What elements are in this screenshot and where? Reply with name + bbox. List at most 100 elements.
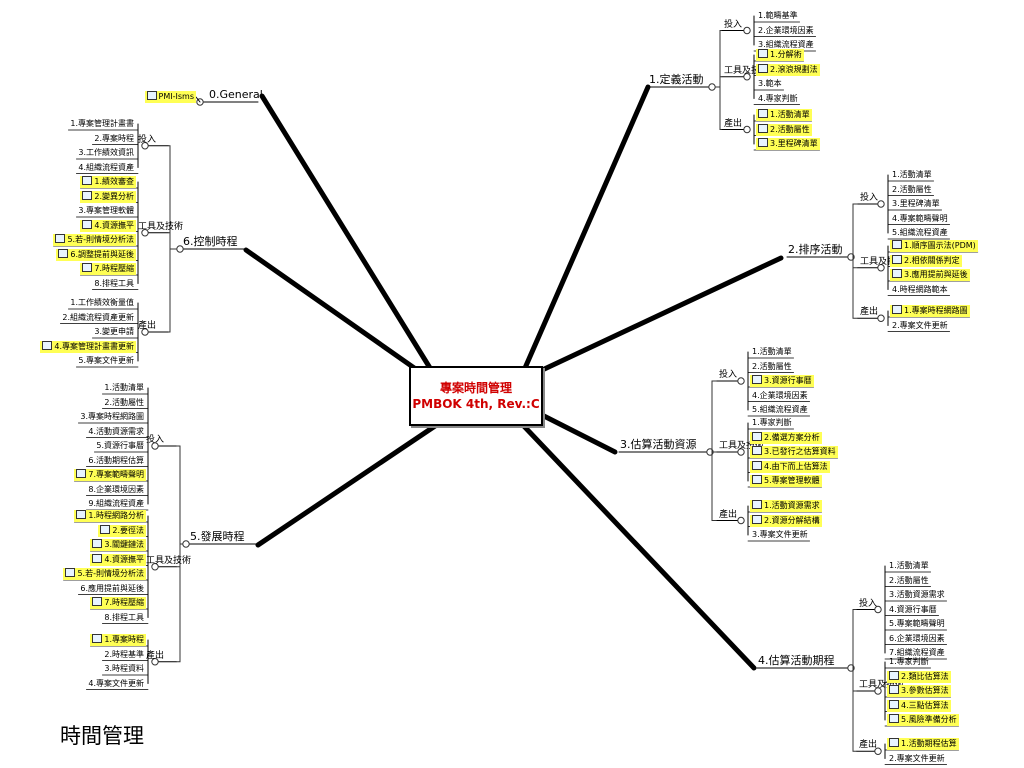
expand-toggle[interactable] [743, 125, 751, 134]
topic-leaf-item[interactable]: 2.滾浪規劃法 [756, 63, 820, 76]
checkbox-icon[interactable] [42, 340, 53, 350]
topic-leaf-item[interactable]: 3.活動資源需求 [887, 589, 947, 601]
expand-toggle[interactable] [151, 442, 159, 450]
topic-leaf-item[interactable]: 1.活動期程估算 [887, 738, 959, 750]
checkbox-icon[interactable] [92, 634, 103, 643]
topic-t4[interactable]: 4.估算活動期程 [758, 654, 835, 667]
topic-leaf-item[interactable]: 3.已發行之估算資料 [750, 446, 838, 458]
topic-leaf-item[interactable]: 2.時程基準 [102, 649, 146, 661]
topic-leaf-item[interactable]: 4.專案範疇聲明 [890, 213, 950, 225]
topic-leaf-item[interactable]: 7.組織流程資產 [887, 647, 947, 659]
topic-leaf-item[interactable]: 3.關鍵鏈法 [90, 539, 146, 551]
topic-leaf-item[interactable]: 1.分解術 [756, 49, 804, 61]
checkbox-icon[interactable] [92, 553, 103, 563]
topic-leaf-item[interactable]: PMI-Isms [144, 91, 196, 103]
topic-leaf-item[interactable]: 2.專案文件更新 [890, 320, 950, 332]
topic-leaf-item[interactable]: 4.資源撫平 [80, 219, 136, 232]
topic-leaf-item[interactable]: 2.活動屬性 [102, 397, 146, 409]
topic-leaf-item[interactable]: 2.活動屬性 [887, 575, 931, 587]
topic-leaf-item[interactable]: 5.組織流程資產 [750, 404, 810, 416]
topic-leaf-item[interactable]: 1.專案時程網路圖 [890, 305, 970, 317]
checkbox-icon[interactable] [65, 568, 76, 577]
topic-leaf-item[interactable]: 7.時程壓縮 [90, 597, 146, 609]
topic-leaf-item[interactable]: 4.資源行事曆 [887, 604, 939, 616]
topic-leaf-item[interactable]: 4.三點估算法 [887, 699, 951, 712]
topic-leaf-item[interactable]: 4.由下而上估算法 [750, 460, 830, 473]
topic-leaf-item[interactable]: 4.專家判斷 [756, 93, 800, 105]
topic-leaf-item[interactable]: 2.組織流程資產更新 [60, 312, 136, 324]
checkbox-icon[interactable] [892, 305, 902, 314]
expand-toggle[interactable] [877, 264, 885, 272]
topic-leaf-item[interactable]: 5.專案文件更新 [76, 355, 136, 367]
topic-leaf-item[interactable]: 1.績效審查 [80, 176, 136, 188]
topic-leaf-item[interactable]: 1.範疇基準 [756, 10, 800, 22]
topic-leaf-item[interactable]: 1.時程網路分析 [74, 510, 146, 522]
topic-leaf-item[interactable]: 6.應用提前與延後 [78, 583, 146, 595]
checkbox-icon[interactable] [82, 190, 93, 200]
topic-leaf-item[interactable]: 2.活動屬性 [750, 361, 794, 373]
expand-toggle[interactable] [141, 229, 149, 237]
expand-toggle[interactable] [708, 83, 716, 91]
topic-leaf-item[interactable]: 1.工作績效衡量值 [68, 297, 136, 309]
topic-leaf-item[interactable]: 1.活動清單 [887, 560, 931, 572]
topic-leaf-item[interactable]: 8.排程工具 [102, 612, 146, 624]
topic-leaf-item[interactable]: 1.活動清單 [750, 346, 794, 358]
expand-toggle[interactable] [151, 658, 159, 666]
topic-leaf-item[interactable]: 1.活動資源需求 [750, 500, 822, 512]
topic-leaf-item[interactable]: 3.組織流程資產 [756, 39, 816, 51]
topic-leaf-item[interactable]: 5.風險準備分析 [887, 714, 959, 726]
topic-leaf-item[interactable]: 1.活動清單 [756, 109, 812, 121]
topic-leaf-item[interactable]: 2.資源分解結構 [750, 514, 822, 527]
expand-toggle[interactable] [737, 516, 745, 525]
checkbox-icon[interactable] [892, 269, 902, 278]
topic-leaf-item[interactable]: 2.企業環境因素 [756, 25, 816, 37]
topic-t5[interactable]: 5.發展時程 [190, 530, 245, 543]
topic-leaf-item[interactable]: 2.活動屬性 [890, 184, 934, 196]
topic-leaf-item[interactable]: 6.調整提前與延後 [56, 248, 136, 261]
topic-leaf-item[interactable]: 8.企業環境因素 [86, 484, 146, 496]
checkbox-icon[interactable] [889, 738, 899, 747]
checkbox-icon[interactable] [752, 514, 762, 524]
topic-leaf-item[interactable]: 3.資源行事曆 [750, 375, 814, 387]
checkbox-icon[interactable] [82, 219, 93, 229]
checkbox-icon[interactable] [758, 123, 768, 133]
checkbox-icon[interactable] [752, 500, 762, 509]
topic-leaf-item[interactable]: 1.專案時程 [90, 634, 146, 646]
topic-leaf-item[interactable]: 1.專家判斷 [887, 656, 931, 668]
topic-leaf-item[interactable]: 1.活動清單 [102, 382, 146, 394]
checkbox-icon[interactable] [889, 714, 899, 723]
topic-t0[interactable]: 0.General [209, 88, 263, 101]
topic-t1[interactable]: 1.定義活動 [649, 73, 704, 86]
checkbox-icon[interactable] [92, 597, 103, 606]
expand-toggle[interactable] [743, 73, 751, 81]
expand-toggle[interactable] [743, 26, 751, 35]
checkbox-icon[interactable] [100, 524, 111, 534]
checkbox-icon[interactable] [758, 49, 768, 58]
topic-leaf-item[interactable]: 3.里程碑清單 [890, 198, 942, 210]
central-topic[interactable]: 專案時間管理 PMBOK 4th, Rev.:C [409, 366, 543, 426]
topic-leaf-item[interactable]: 1.專案管理計畫書 [68, 118, 136, 130]
expand-toggle[interactable] [874, 747, 882, 755]
topic-leaf-item[interactable]: 7.時程壓縮 [80, 263, 136, 275]
checkbox-icon[interactable] [752, 446, 762, 455]
checkbox-icon[interactable] [752, 375, 762, 384]
checkbox-icon[interactable] [55, 234, 66, 243]
topic-leaf-item[interactable]: 6.企業環境因素 [887, 633, 947, 645]
topic-leaf-item[interactable]: 5.若-則情境分析法 [53, 234, 136, 246]
topic-leaf-item[interactable]: 1.專家判斷 [750, 417, 794, 429]
topic-leaf-item[interactable]: 3.範本 [756, 78, 784, 90]
topic-leaf-item[interactable]: 4.企業環境因素 [750, 390, 810, 402]
checkbox-icon[interactable] [758, 138, 768, 147]
topic-leaf-item[interactable]: 2.變異分析 [80, 190, 136, 203]
topic-leaf-item[interactable]: 3.變更申請 [92, 326, 136, 338]
topic-t3[interactable]: 3.估算活動資源 [620, 438, 697, 451]
topic-leaf-item[interactable]: 3.專案時程網路圖 [78, 411, 146, 423]
topic-leaf-item[interactable]: 6.活動期程估算 [86, 455, 146, 467]
topic-leaf-item[interactable]: 7.專案範疇聲明 [74, 469, 146, 481]
expand-toggle[interactable] [877, 200, 885, 208]
checkbox-icon[interactable] [82, 263, 93, 272]
expand-toggle[interactable] [874, 605, 882, 614]
topic-leaf-item[interactable]: 2.要徑法 [98, 524, 146, 537]
topic-leaf-item[interactable]: 2.備選方案分析 [750, 431, 822, 444]
topic-leaf-item[interactable]: 4.時程網路範本 [890, 284, 950, 296]
